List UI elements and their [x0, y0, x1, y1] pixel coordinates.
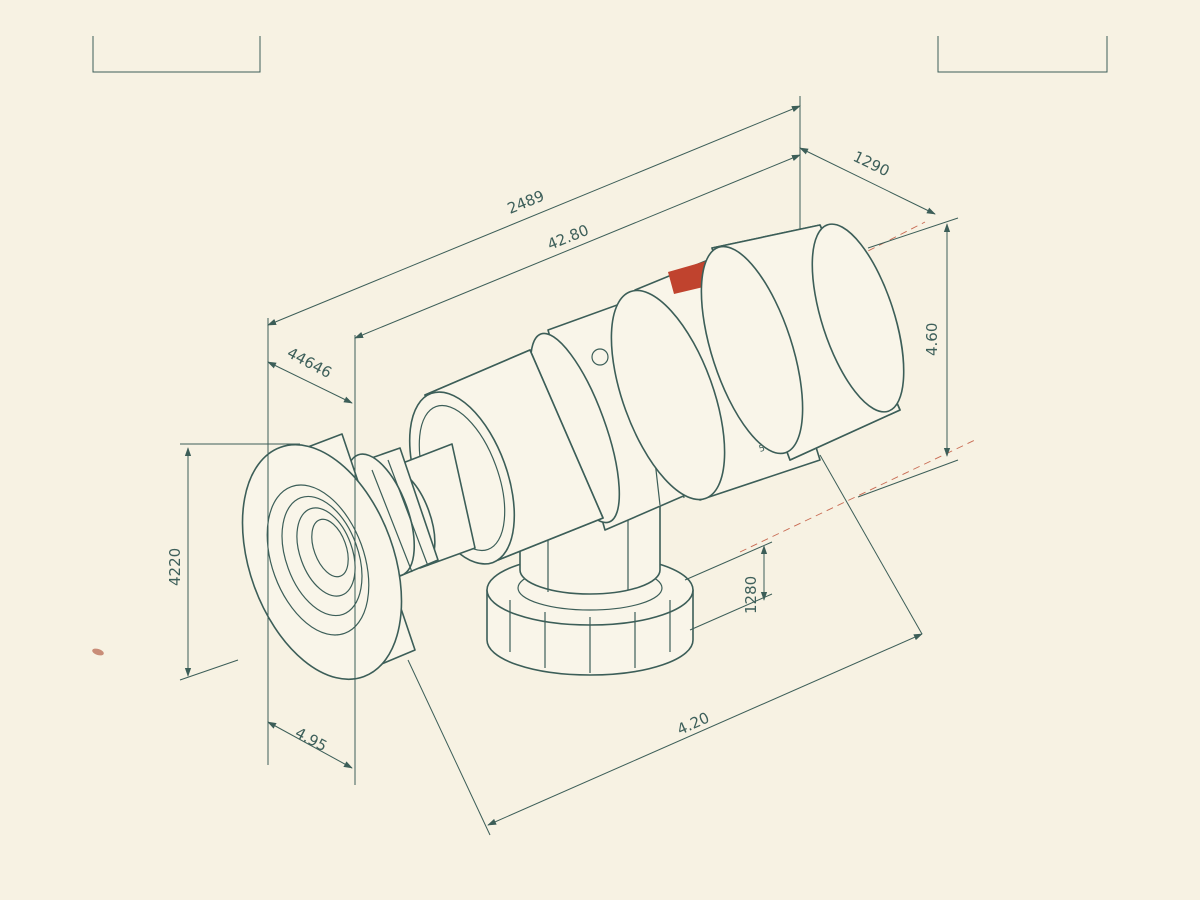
- dim-label-4-95: 4.95: [292, 724, 330, 756]
- dimension-outlet-height: 1280: [742, 545, 768, 614]
- dimension-head-height: 4.60: [923, 223, 951, 457]
- dim-label-4-60: 4.60: [923, 323, 941, 356]
- scale-label-5: 5: [758, 444, 767, 455]
- dim-label-42-80: 42.80: [545, 221, 592, 254]
- dim-label-1280: 1280: [742, 576, 760, 614]
- title-block-right: [937, 36, 1108, 73]
- dimension-flange-offset: 44646: [267, 344, 353, 404]
- dim-label-4220: 4220: [166, 548, 184, 586]
- dimension-flange-thickness: 4.95: [267, 721, 353, 769]
- dim-label-44646: 44646: [284, 344, 335, 382]
- flange: [241, 433, 416, 681]
- ink-stain: [92, 648, 104, 656]
- dimension-head-depth: 1290: [799, 147, 936, 215]
- dimension-flange-height: 4220: [166, 447, 192, 677]
- title-block-left: [92, 36, 261, 73]
